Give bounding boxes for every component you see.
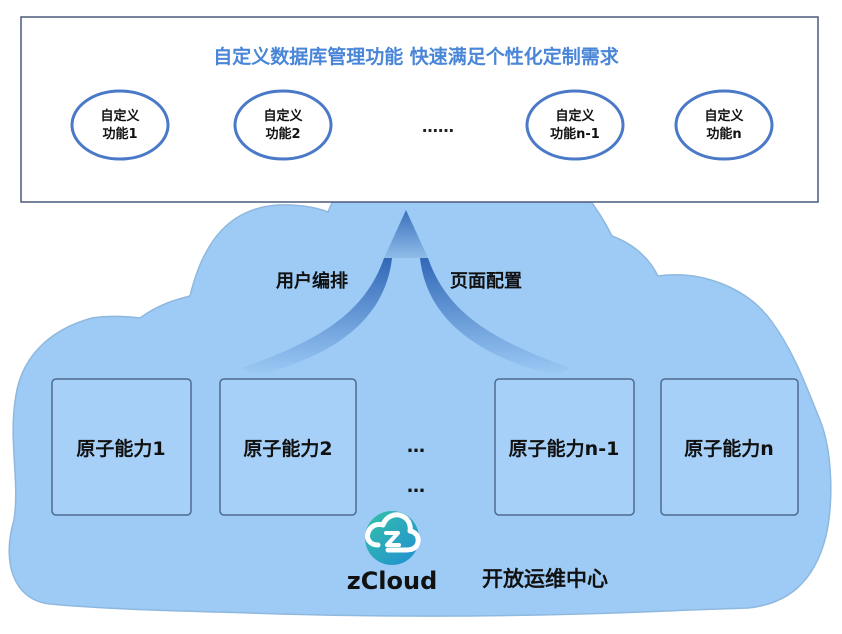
flow-label-user-orchestration: 用户编排 — [276, 270, 348, 292]
feature-n-1-line1: 自定义 — [555, 108, 595, 124]
feature-n-1-line2: 功能n-1 — [550, 126, 600, 142]
capability-2-label: 原子能力2 — [243, 437, 332, 460]
capability-n-label: 原子能力n — [684, 437, 774, 460]
capability-box-n: 原子能力n — [660, 378, 799, 516]
upward-flow-arrow — [242, 210, 570, 376]
feature-node-n: 自定义 功能n — [674, 89, 774, 161]
capability-ellipsis-top: … — [407, 436, 425, 457]
feature-1-line2: 功能1 — [102, 126, 137, 142]
feature-n-line1: 自定义 — [704, 108, 744, 124]
capability-box-n-1: 原子能力n-1 — [494, 378, 635, 516]
feature-ellipsis: …… — [422, 117, 454, 136]
capability-1-label: 原子能力1 — [76, 437, 165, 460]
feature-2-line2: 功能2 — [265, 126, 300, 142]
feature-1-line1: 自定义 — [100, 108, 140, 124]
brand-center-label: 开放运维中心 — [482, 567, 608, 591]
feature-node-2: 自定义 功能2 — [233, 89, 333, 161]
feature-n-line2: 功能n — [706, 126, 741, 142]
feature-2-line1: 自定义 — [263, 108, 303, 124]
capability-box-2: 原子能力2 — [219, 378, 357, 516]
brand-zcloud: zCloud — [347, 567, 438, 595]
flow-label-page-configuration: 页面配置 — [450, 271, 522, 292]
feature-node-1: 自定义 功能1 — [70, 89, 170, 161]
capability-ellipsis-bottom: … — [407, 476, 425, 497]
top-headline: 自定义数据库管理功能 快速满足个性化定制需求 — [213, 45, 620, 68]
cloud-refresh-icon — [365, 511, 421, 565]
feature-node-n-1: 自定义 功能n-1 — [525, 89, 625, 161]
capability-box-1: 原子能力1 — [51, 378, 192, 516]
capability-n-1-label: 原子能力n-1 — [509, 437, 620, 460]
